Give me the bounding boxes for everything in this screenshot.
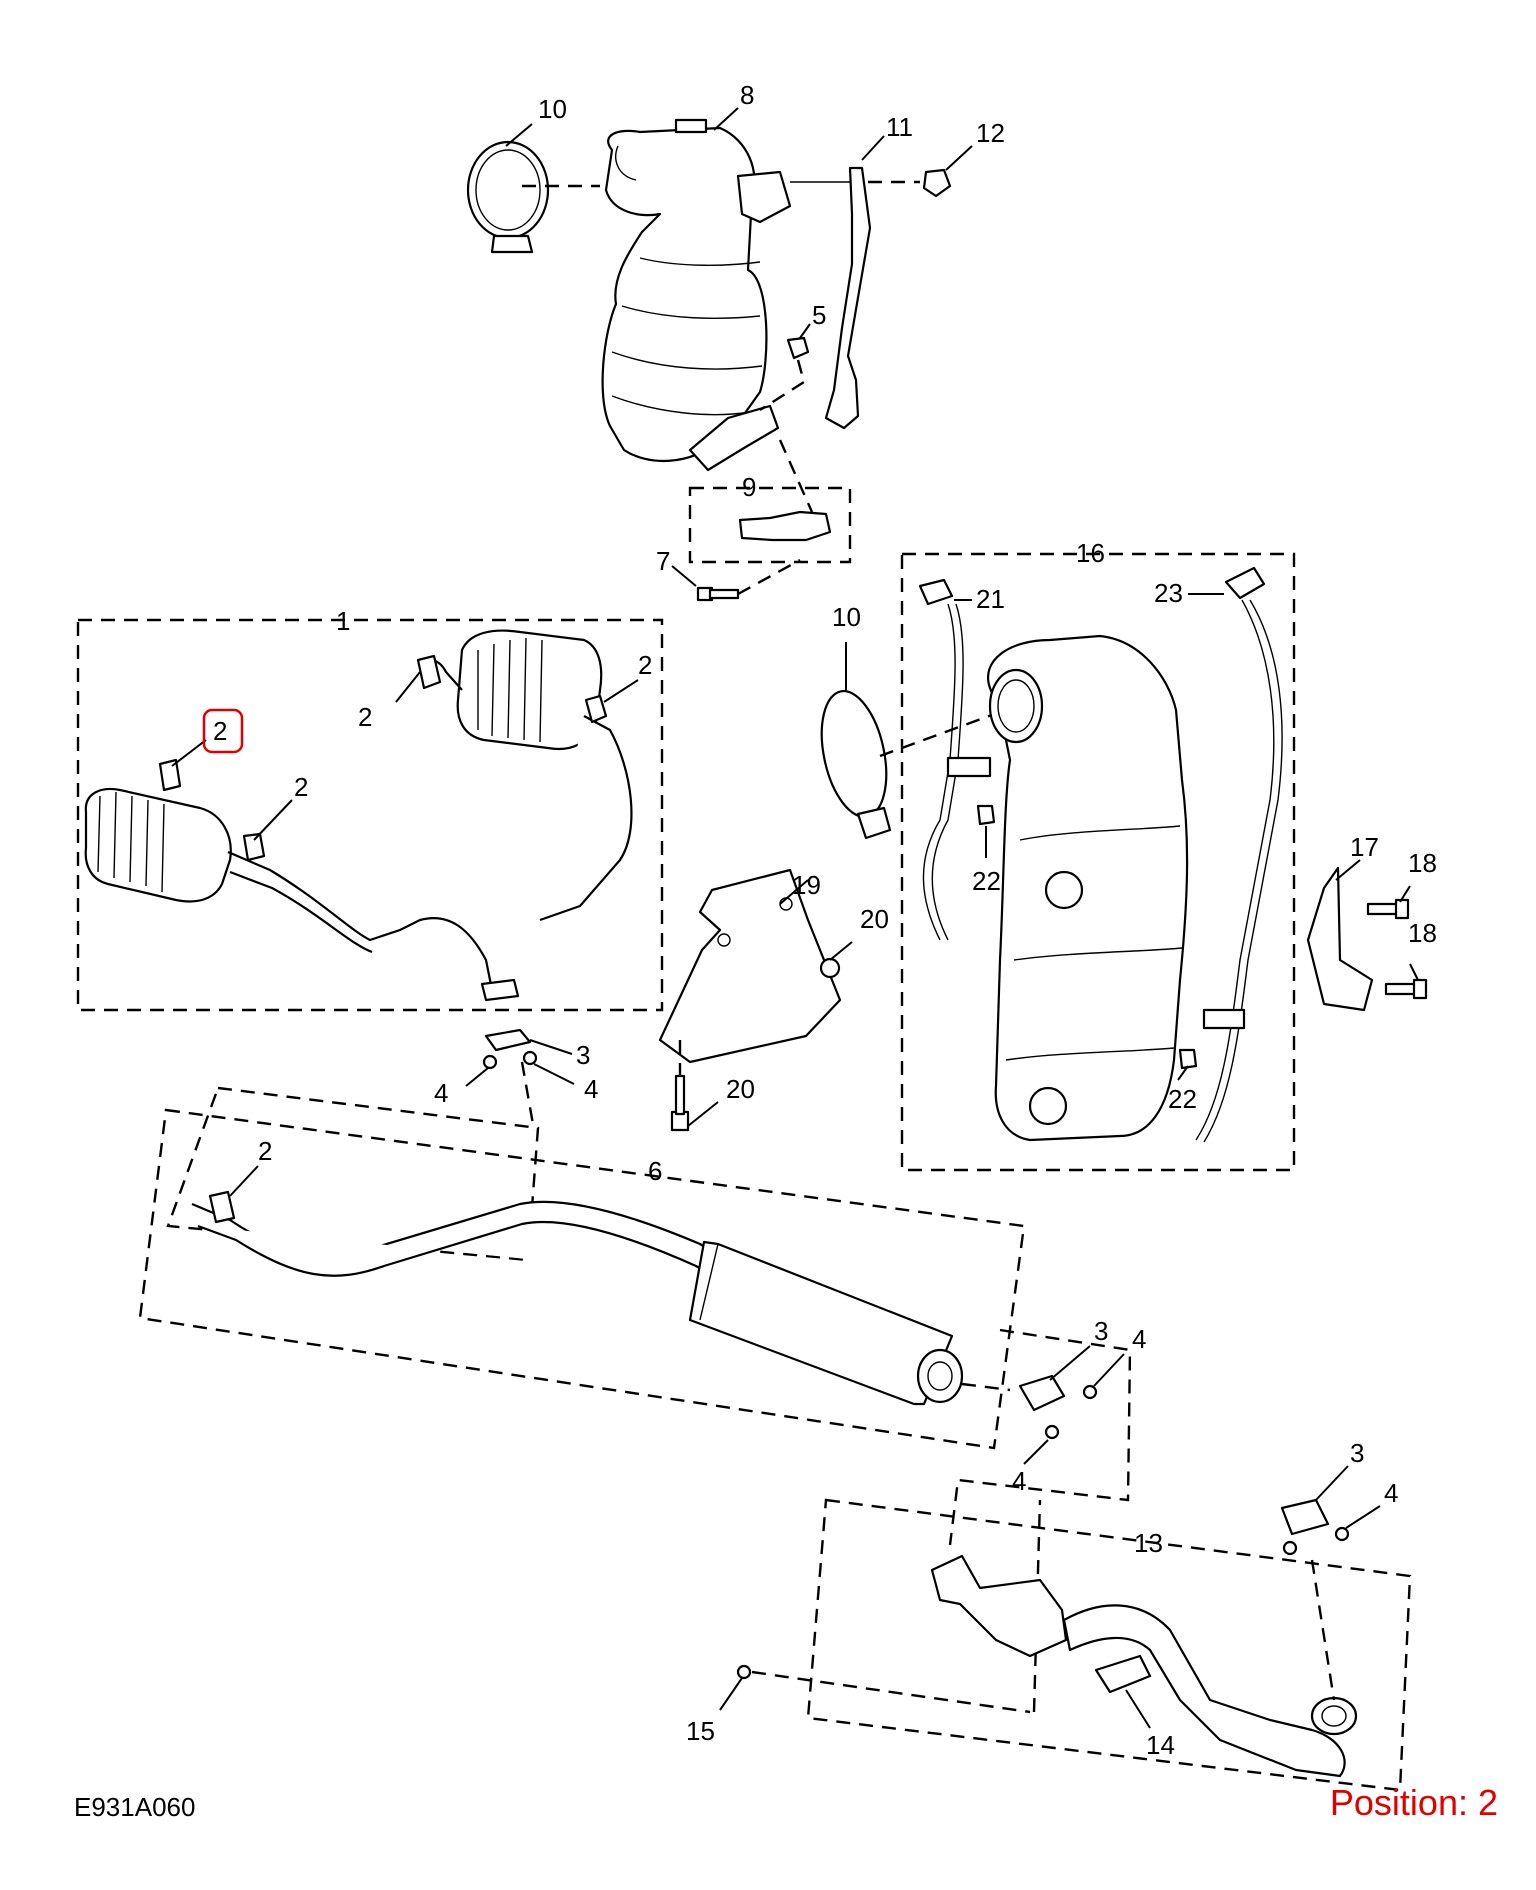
catalyst-manifold-8	[601, 118, 792, 472]
callout-23[interactable]: 23	[1154, 578, 1183, 608]
callout-13[interactable]: 13	[1134, 1528, 1163, 1558]
callout-16[interactable]: 16	[1076, 538, 1105, 568]
group-box-9	[688, 486, 852, 564]
sensor-pipe-23	[1195, 566, 1283, 1143]
callout-15[interactable]: 15	[686, 1716, 715, 1746]
bolt-20-lower	[670, 1074, 690, 1132]
clip-22-lower	[1202, 1008, 1246, 1030]
callout-4-upper-left[interactable]: 4	[434, 1078, 448, 1108]
hanger-2-left-muffler	[242, 832, 266, 862]
callout-5[interactable]: 5	[812, 300, 826, 330]
callout-10-middle[interactable]: 10	[832, 602, 861, 632]
bolt-15	[736, 1664, 752, 1680]
callout-17[interactable]: 17	[1350, 832, 1379, 862]
group-box-gasket	[948, 1328, 1132, 1546]
callout-14[interactable]: 14	[1146, 1730, 1175, 1760]
callout-2-top-right[interactable]: 2	[638, 650, 652, 680]
callout-2-left-muffler[interactable]: 2	[294, 772, 308, 802]
clamp-10-top	[466, 140, 550, 254]
group-box-1	[76, 618, 664, 1012]
group-box-pipe-link	[166, 1086, 540, 1262]
callout-7[interactable]: 7	[656, 546, 670, 576]
callout-3-upper[interactable]: 3	[576, 1040, 590, 1070]
selected-callout-highlight	[202, 708, 244, 754]
hanger-2-top-right	[584, 694, 608, 724]
callout-3-lower[interactable]: 3	[1350, 1438, 1364, 1468]
bolt-22-lower	[1178, 1048, 1198, 1070]
nut-4-lower-left	[1282, 1540, 1298, 1556]
callout-4-upper-right[interactable]: 4	[584, 1074, 598, 1104]
pipe-flange-1	[480, 978, 520, 1002]
callout-9[interactable]: 9	[742, 472, 756, 502]
callout-2-top-mid[interactable]: 2	[358, 702, 372, 732]
nut-4-upper-right	[522, 1050, 538, 1066]
callout-20-upper[interactable]: 20	[860, 904, 889, 934]
clip-22-upper	[946, 756, 992, 778]
bolt-20-upper	[819, 957, 841, 979]
nut-4-lower	[1334, 1526, 1350, 1542]
gasket-3-lower	[1280, 1498, 1330, 1536]
bracket-17	[1306, 866, 1374, 1012]
callout-18-upper[interactable]: 18	[1408, 848, 1437, 878]
bolt-22-upper	[976, 804, 996, 826]
group-box-13	[806, 1498, 1412, 1792]
callout-2-pipe[interactable]: 2	[258, 1136, 272, 1166]
hanger-2-top-mid	[416, 654, 442, 690]
callout-4-middle-lower[interactable]: 4	[1012, 1466, 1026, 1496]
nut-12	[922, 168, 952, 198]
bracket-11	[824, 166, 872, 430]
callout-4-lower[interactable]: 4	[1384, 1478, 1398, 1508]
bolt-18-upper	[1366, 898, 1410, 920]
nut-4-upper-left	[482, 1054, 498, 1070]
callout-2-selected[interactable]: 2	[213, 716, 227, 746]
bolt-7	[696, 586, 740, 602]
callout-18-lower[interactable]: 18	[1408, 918, 1437, 948]
group-box-13-inner	[1032, 1499, 1042, 1713]
heat-shield-bracket-19	[658, 868, 842, 1064]
callout-22-upper[interactable]: 22	[972, 866, 1001, 896]
callout-12[interactable]: 12	[976, 118, 1005, 148]
callout-11[interactable]: 11	[886, 112, 913, 142]
nut-5	[786, 336, 810, 360]
clamp-10-middle	[820, 689, 892, 840]
gasket-3-upper	[484, 1028, 532, 1052]
gasket-14	[1094, 1654, 1152, 1694]
callout-19[interactable]: 19	[792, 870, 821, 900]
bracket-9	[738, 510, 832, 542]
nut-4-middle-lower	[1044, 1424, 1060, 1440]
hanger-2-selected	[158, 758, 182, 792]
callout-21[interactable]: 21	[976, 584, 1005, 614]
position-indicator: Position: 2	[1329, 1782, 1498, 1823]
bolt-18-lower	[1384, 978, 1428, 1000]
callout-8[interactable]: 8	[740, 80, 754, 110]
gasket-3-middle	[1018, 1374, 1066, 1412]
diagram-reference-code: E931A060	[74, 1792, 196, 1822]
group-box-6	[138, 1108, 1026, 1450]
callout-4-middle-right[interactable]: 4	[1132, 1324, 1146, 1354]
rear-muffler-left	[84, 787, 494, 991]
callout-3-middle[interactable]: 3	[1094, 1316, 1108, 1346]
hanger-2-pipe	[208, 1190, 236, 1224]
nut-4-middle-right	[1082, 1384, 1098, 1400]
rear-muffler-right	[419, 629, 633, 922]
callout-22-lower[interactable]: 22	[1168, 1084, 1197, 1114]
front-pipe-13	[930, 1554, 1358, 1778]
center-pipe-6	[191, 1200, 964, 1406]
group-box-16	[900, 552, 1296, 1172]
front-catalyst-16	[987, 634, 1189, 1142]
callout-10-top[interactable]: 10	[538, 94, 567, 124]
callout-6[interactable]: 6	[648, 1156, 662, 1186]
callout-20-lower[interactable]: 20	[726, 1074, 755, 1104]
callout-1[interactable]: 1	[336, 606, 350, 636]
